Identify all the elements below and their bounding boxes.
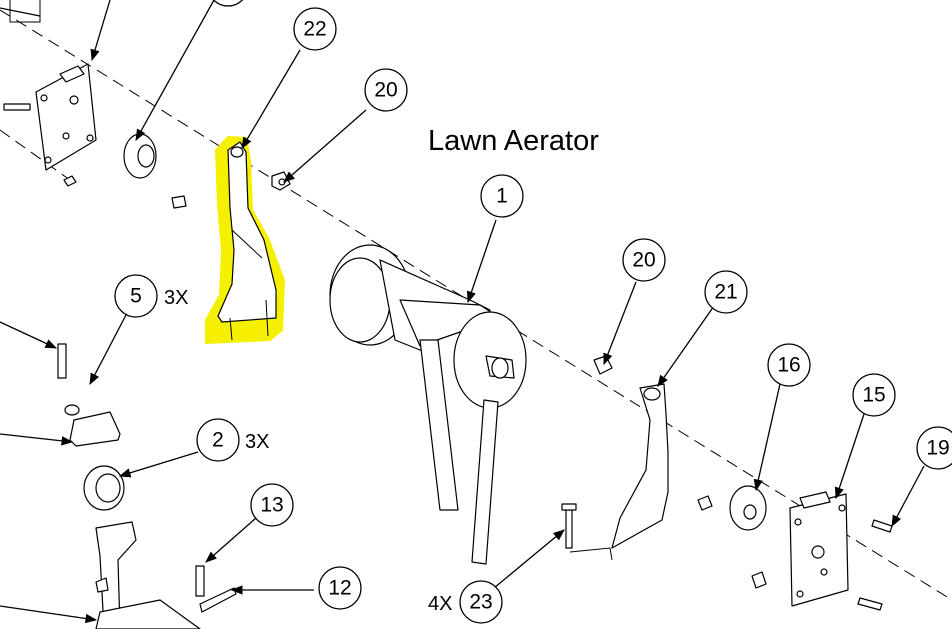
callout-21: 21 xyxy=(704,270,748,314)
callout-12: 12 xyxy=(318,566,362,610)
callout-16-label: 16 xyxy=(777,354,800,377)
leader-20a xyxy=(283,109,367,183)
leader-top-left-edge xyxy=(0,7,41,17)
callout-20-lower: 20 xyxy=(622,238,666,282)
callout-1: 1 xyxy=(480,174,524,218)
bracket-outline xyxy=(217,141,277,323)
callout-19-label: 19 xyxy=(926,437,949,460)
leader-19 xyxy=(891,465,925,528)
leader-16 xyxy=(753,383,781,492)
callout-15-label: 15 xyxy=(862,384,885,407)
leader-15 xyxy=(834,413,865,500)
diagram-title: Lawn Aerator xyxy=(428,125,599,157)
callout-21-label: 21 xyxy=(714,281,737,304)
assembly-axis-line-short xyxy=(0,129,71,181)
callout-20-upper-label: 20 xyxy=(374,79,397,102)
leader-5 xyxy=(89,314,127,386)
callout-15: 15 xyxy=(852,373,896,417)
callout-16: 16 xyxy=(767,343,811,387)
leader-left-3 xyxy=(0,605,98,624)
nut-part-20-upper xyxy=(271,171,291,191)
callout-1-label: 1 xyxy=(496,185,508,208)
leader-2 xyxy=(118,451,199,478)
highlighted-bracket-part-22 xyxy=(205,135,286,345)
callout-23-qty: 4X xyxy=(428,593,452,615)
left-end-plate xyxy=(3,63,97,187)
bolts-part-23 xyxy=(561,503,613,561)
leader-top-left xyxy=(90,0,111,62)
cropped-callout-circle xyxy=(212,0,244,7)
callout-23-label: 23 xyxy=(469,591,492,614)
leader-21 xyxy=(657,305,715,387)
leader-lines xyxy=(0,0,925,624)
callout-2: 2 3X xyxy=(196,418,269,462)
callout-5-qty: 3X xyxy=(164,287,188,309)
left-lower-parts xyxy=(57,343,237,629)
callout-22-label: 22 xyxy=(303,18,326,41)
drum-shaft-assembly-part-1 xyxy=(329,244,527,565)
leader-top-collar xyxy=(135,0,215,142)
callout-12-label: 12 xyxy=(328,577,351,600)
leader-left-1 xyxy=(0,321,58,349)
leader-left-2 xyxy=(0,433,74,446)
left-collar xyxy=(123,133,187,209)
leader-1 xyxy=(466,219,497,304)
callout-20-lower-label: 20 xyxy=(632,249,655,272)
callout-5-label: 5 xyxy=(130,285,142,308)
leader-20b xyxy=(603,281,637,366)
callout-20-upper: 20 xyxy=(364,68,408,112)
callout-5: 5 3X xyxy=(114,274,188,318)
callout-22: 22 xyxy=(293,7,337,51)
callout-13: 13 xyxy=(250,483,294,527)
callout-2-label: 2 xyxy=(212,429,224,452)
right-collar-part-16 xyxy=(697,485,767,531)
callout-13-label: 13 xyxy=(260,494,283,517)
leader-23 xyxy=(493,529,565,589)
leader-13 xyxy=(205,517,257,563)
right-end-plate-part-15 xyxy=(751,491,893,611)
bracket-hole xyxy=(230,146,244,158)
leader-22 xyxy=(241,49,301,150)
cropped-callouts-top xyxy=(9,0,244,23)
callout-23: 23 4X xyxy=(428,580,503,624)
callout-19: 19 xyxy=(916,426,952,470)
callout-2-qty: 3X xyxy=(245,431,269,453)
